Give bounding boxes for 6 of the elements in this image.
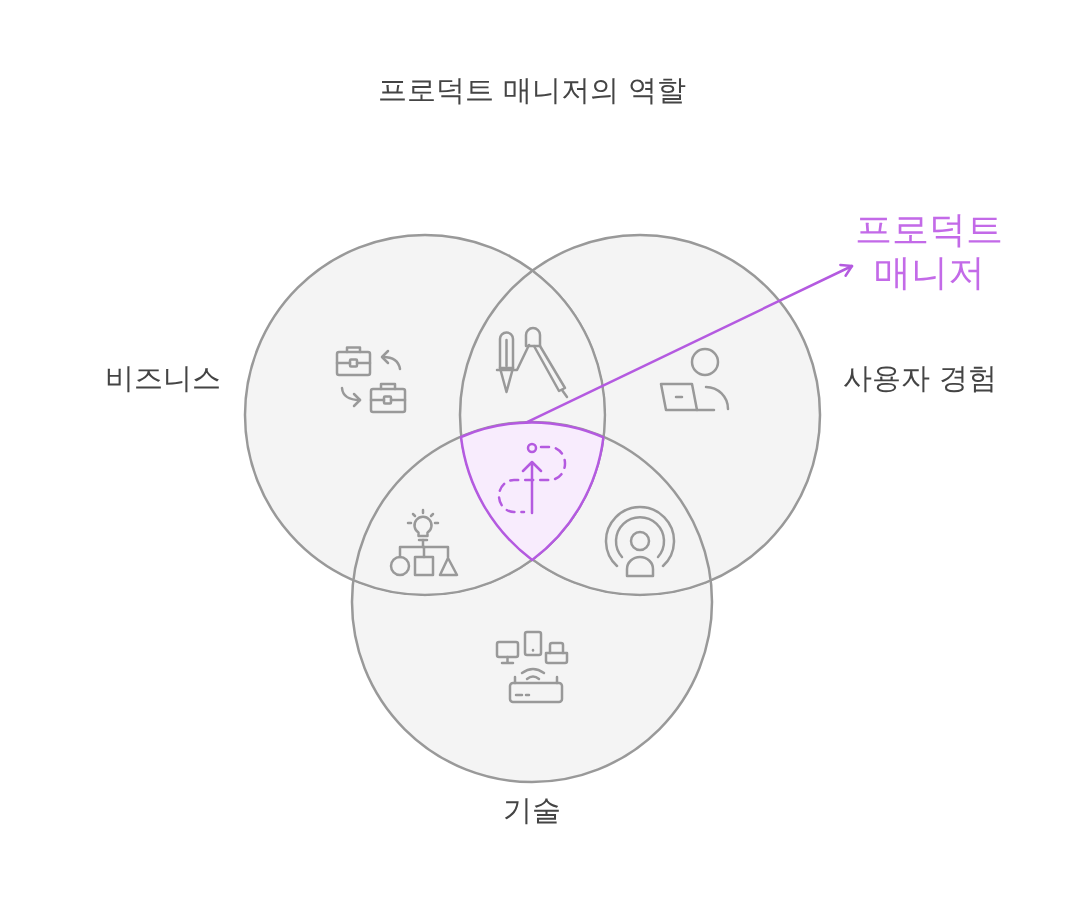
callout-label: 프로덕트 매니저 [855, 208, 1003, 294]
circle-label: 사용자 경험 [843, 360, 998, 396]
diagram-title: 프로덕트 매니저의 역할 [378, 72, 687, 108]
circle-label: 기술 [503, 792, 561, 828]
leader-arrow [524, 263, 854, 424]
circle-label: 비즈니스 [105, 360, 221, 396]
